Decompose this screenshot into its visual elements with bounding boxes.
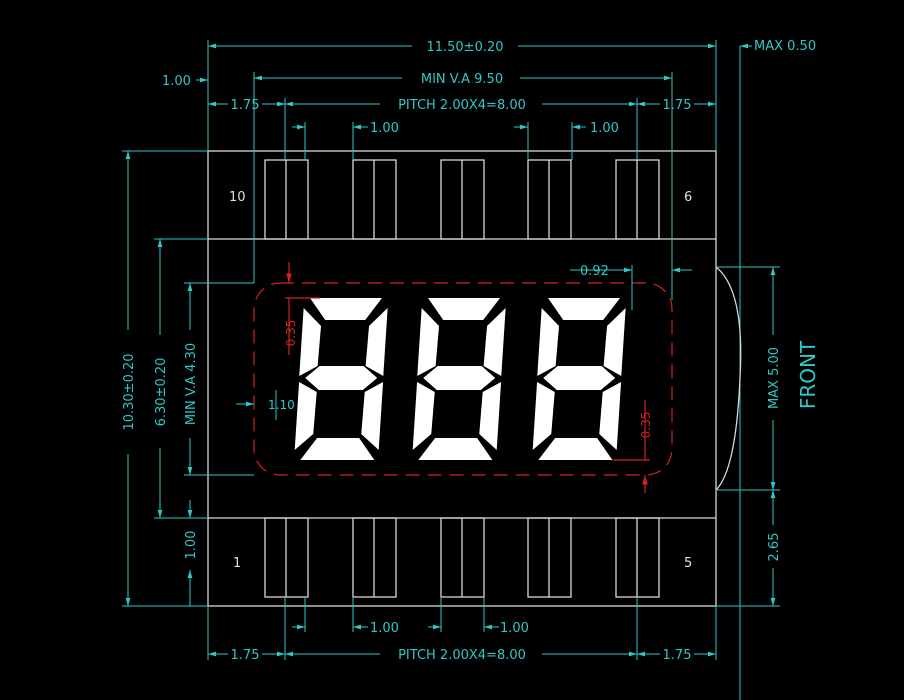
segment-c [361, 382, 384, 450]
segment-b [483, 308, 506, 376]
segment-c [479, 382, 502, 450]
pitch-top-label: PITCH 2.00X4=8.00 [398, 98, 526, 113]
segment-gap-bottom-label: 0.35 [639, 412, 653, 439]
segment-c [599, 382, 622, 450]
edge-left-label: 1.00 [162, 74, 191, 89]
overall-height-label: 10.30±0.20 [122, 353, 137, 430]
segment-f [417, 308, 440, 376]
pin-width-top-right-label: 1.00 [590, 121, 619, 136]
segment-d [300, 438, 375, 460]
pin-label-6: 6 [684, 190, 692, 205]
top-dimensions [196, 40, 717, 300]
digit-2 [412, 298, 506, 460]
overall-width-label: 11.50±0.20 [426, 40, 503, 55]
segment-b [603, 308, 626, 376]
margin-top-left-label: 1.75 [231, 98, 260, 113]
seven-segment-digits [294, 298, 626, 460]
segment-f [537, 308, 560, 376]
front-label: FRONT [796, 340, 820, 409]
segment-g [423, 366, 496, 390]
bottom-dimensions [207, 597, 717, 660]
segment-a [428, 298, 500, 320]
margin-top-right-label: 1.75 [663, 98, 692, 113]
segment-d [538, 438, 613, 460]
front-side-view [715, 43, 780, 700]
segment-f [299, 308, 322, 376]
margin-bottom-right-label: 1.75 [663, 648, 692, 663]
glass-height-label: 6.30±0.20 [154, 358, 169, 427]
segment-b [365, 308, 388, 376]
pin-width-bottom-right-label: 1.00 [500, 621, 529, 636]
segment-a [548, 298, 620, 320]
segment-a [310, 298, 382, 320]
min-va-width-label: MIN V.A 9.50 [421, 72, 503, 87]
min-va-height-label: MIN V.A 4.30 [184, 343, 199, 425]
pin-label-10: 10 [229, 190, 246, 205]
segment-e [532, 382, 555, 450]
segment-e [294, 382, 317, 450]
max-height-front-label: MAX 5.00 [767, 347, 782, 409]
segment-gap-top-label: 0.35 [284, 320, 298, 347]
margin-bottom-left-label: 1.75 [231, 648, 260, 663]
digit-left-offset-label: 1.10 [268, 398, 295, 412]
pin-label-1: 1 [233, 556, 241, 571]
digit-1 [294, 298, 388, 460]
digit-3 [532, 298, 626, 460]
pin-label-5: 5 [684, 556, 692, 571]
viewing-area-outline [253, 282, 673, 476]
pin-width-bottom-left-label: 1.00 [370, 621, 399, 636]
segment-gap-dimensions [285, 262, 692, 493]
segment-d [418, 438, 493, 460]
pin-width-top-left-label: 1.00 [370, 121, 399, 136]
segment-e [412, 382, 435, 450]
segment-g [305, 366, 378, 390]
front-lower-label: 2.65 [767, 533, 782, 562]
left-dimensions [122, 150, 277, 607]
max-thickness-label: MAX 0.50 [754, 39, 816, 54]
digit-offset-label: 0.92 [580, 264, 609, 279]
pitch-bottom-label: PITCH 2.00X4=8.00 [398, 648, 526, 663]
segment-g [543, 366, 616, 390]
pin-edge-height-label: 1.00 [184, 531, 199, 560]
